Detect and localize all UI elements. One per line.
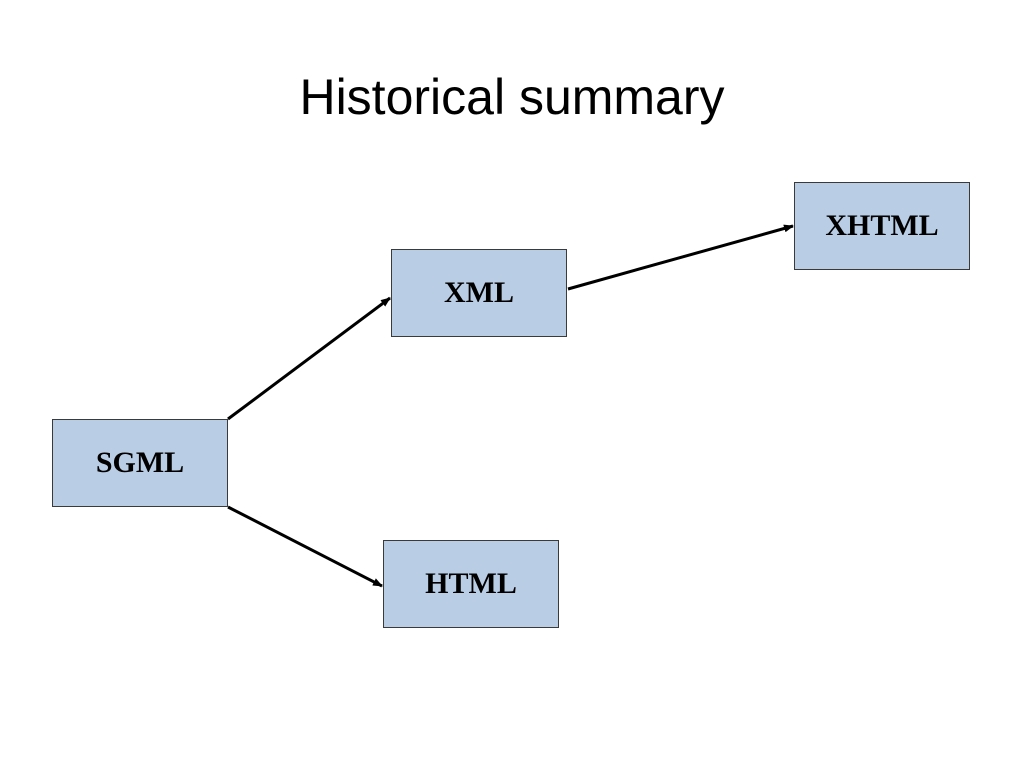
node-xhtml: XHTML	[794, 182, 970, 270]
arrow-sgml-to-html	[227, 505, 383, 588]
arrow-xml-to-xhtml	[567, 224, 794, 291]
node-xml-label: XML	[444, 276, 514, 309]
node-sgml-label: SGML	[95, 446, 185, 479]
arrow-sgml-to-xml	[227, 296, 391, 421]
slide-title: Historical summary	[299, 69, 725, 125]
node-html: HTML	[383, 540, 559, 628]
node-html-label: HTML	[425, 567, 517, 600]
node-xhtml-label: XHTML	[825, 209, 939, 242]
node-xml: XML	[391, 249, 567, 337]
node-sgml: SGML	[52, 419, 228, 507]
